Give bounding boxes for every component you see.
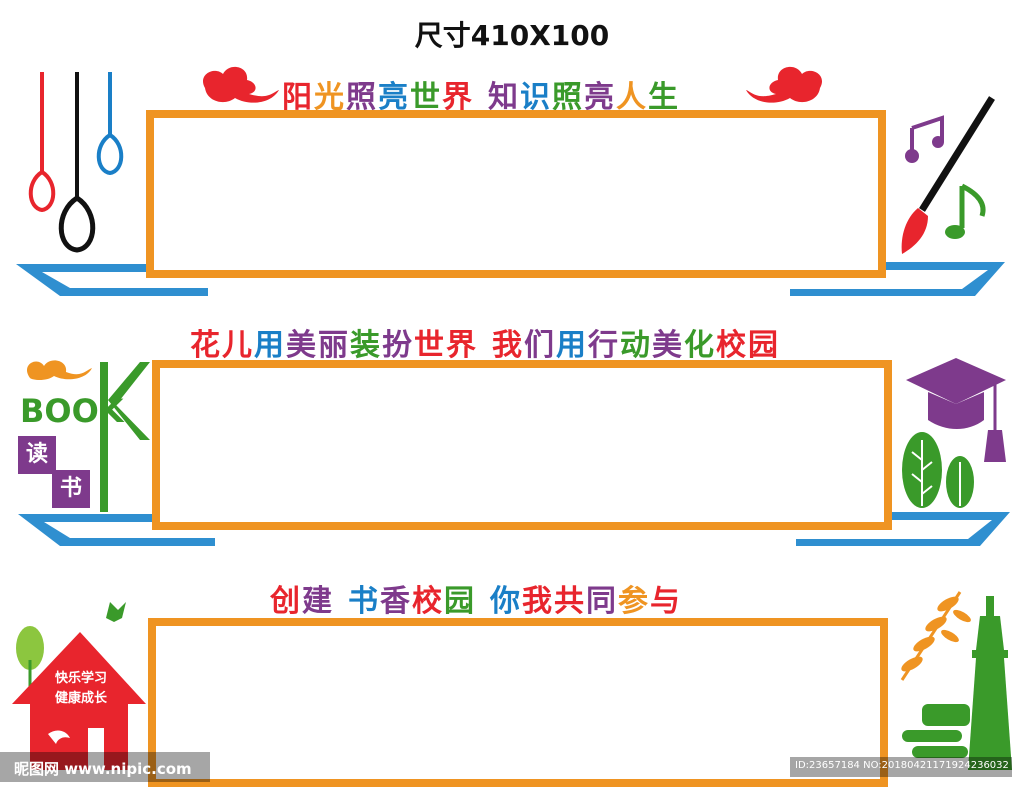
slogan-char: 我 <box>522 584 554 619</box>
slogan-char: 知 <box>488 80 520 115</box>
slogan-char: 识 <box>520 80 552 115</box>
slogan-char: 书 <box>348 584 380 619</box>
books-stack-icon <box>902 704 970 758</box>
slogan-char: 校 <box>716 328 748 363</box>
hanging-bulbs-icon <box>28 72 124 253</box>
cloud-swirl-right-icon <box>746 66 823 103</box>
slogan-char: 动 <box>620 328 652 363</box>
slogan-char: 香 <box>380 584 412 619</box>
size-title: 尺寸410X100 <box>414 19 610 52</box>
book-label: BOOK <box>20 392 124 430</box>
slogan-char: 界 <box>442 80 474 115</box>
slogan-char: 世 <box>414 328 446 363</box>
read-char-2: 书 <box>52 470 90 508</box>
trees-icon <box>902 432 974 508</box>
slogan-char: 亮 <box>584 80 616 115</box>
slogan-char: 阳 <box>282 80 314 115</box>
slogan-char: 美 <box>286 328 318 363</box>
slogan-row1: 阳光照亮世界 知识照亮人生 <box>282 72 680 116</box>
slogan-char: 园 <box>444 584 476 619</box>
slogan-char: 照 <box>552 80 584 115</box>
slogan-char: 创 <box>270 584 302 619</box>
slogan-char: 生 <box>648 80 680 115</box>
slogan-char: 化 <box>684 328 716 363</box>
house-icon <box>12 602 146 770</box>
shelf-row2 <box>18 512 1010 546</box>
slogan-char: 你 <box>490 584 522 619</box>
blank-panel-2 <box>152 360 892 530</box>
blank-panel-3 <box>148 618 888 787</box>
slogan-char: 我 <box>492 328 524 363</box>
slogan-row2: 花儿用美丽装扮世界 我们用行动美化校园 <box>190 320 780 364</box>
slogan-char: 们 <box>524 328 556 363</box>
slogan-char: 用 <box>254 328 286 363</box>
music-notes-icon <box>905 115 986 239</box>
slogan-char: 校 <box>412 584 444 619</box>
slogan-char: 亮 <box>378 80 410 115</box>
slogan-char: 行 <box>588 328 620 363</box>
read-char-1: 读 <box>18 436 56 474</box>
slogan-char: 园 <box>748 328 780 363</box>
slogan-row3: 创建 书香校园 你我共同参与 <box>270 576 682 620</box>
watermark-right: ID:23657184 NO:20180421171924236032 <box>795 760 1009 771</box>
slogan-char: 世 <box>410 80 442 115</box>
slogan-char: 共 <box>554 584 586 619</box>
slogan-char: 与 <box>650 584 682 619</box>
paint-brush-icon <box>901 96 995 254</box>
slogan-char: 用 <box>556 328 588 363</box>
slogan-char: 人 <box>616 80 648 115</box>
slogan-char: 丽 <box>318 328 350 363</box>
slogan-char: 花 <box>190 328 222 363</box>
house-line-2: 健康成长 <box>54 691 107 706</box>
house-line-1: 快乐学习 <box>54 671 107 686</box>
slogan-char: 同 <box>586 584 618 619</box>
slogan-char: 建 <box>302 584 334 619</box>
slogan-char: 照 <box>346 80 378 115</box>
blank-panel-1 <box>146 110 886 278</box>
slogan-char: 参 <box>618 584 650 619</box>
slogan-char: 扮 <box>382 328 414 363</box>
book-decoration-icon <box>27 360 150 512</box>
slogan-char: 界 <box>446 328 478 363</box>
slogan-char: 美 <box>652 328 684 363</box>
slogan-char: 装 <box>350 328 382 363</box>
watermark-left: 昵图网 www.nipic.com <box>14 760 192 778</box>
wheat-icon <box>900 591 971 681</box>
slogan-char: 光 <box>314 80 346 115</box>
cloud-swirl-left-icon <box>202 66 279 103</box>
tower-icon <box>968 596 1012 770</box>
graduation-cap-icon <box>906 358 1006 462</box>
slogan-char: 儿 <box>222 328 254 363</box>
